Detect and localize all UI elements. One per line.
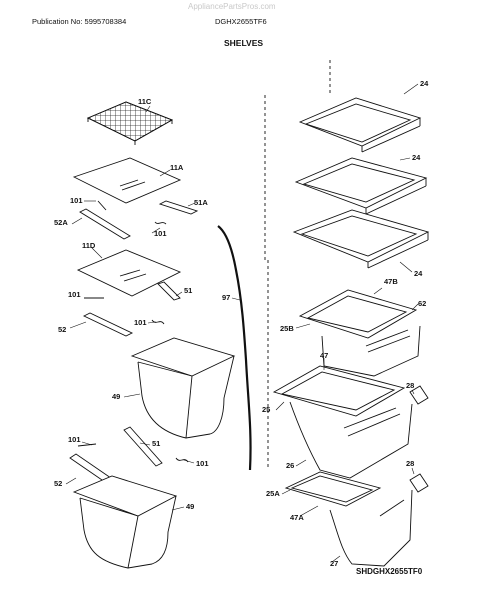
- callout-51-b: 51: [152, 439, 161, 448]
- leader-lines: [65, 83, 419, 563]
- diagram-code: SHDGHX2655TF0: [356, 567, 423, 576]
- callout-51-a: 51: [184, 286, 193, 295]
- callout-11c: 11C: [138, 97, 152, 106]
- model-number: DGHX2655TF6: [215, 17, 267, 26]
- wire-shelf-11c: [86, 101, 174, 145]
- watermark-text: AppliancePartsPros.com: [188, 2, 276, 11]
- crisper-pan-49-lower: [72, 475, 178, 569]
- callout-24-b: 24: [412, 153, 421, 162]
- callout-25a: 25A: [266, 489, 280, 498]
- shelf-rails-11a: [79, 200, 199, 240]
- callout-101-f: 101: [196, 459, 209, 468]
- callout-101-c: 101: [68, 290, 81, 299]
- door-shelf-24-top: [298, 97, 422, 153]
- callout-27: 27: [330, 559, 339, 568]
- callout-24-a: 24: [420, 79, 429, 88]
- callout-25: 25: [262, 405, 271, 414]
- callout-24-c: 24: [414, 269, 423, 278]
- door-shelf-24-mid: [294, 157, 428, 215]
- callout-52-b: 52: [54, 479, 63, 488]
- callout-97: 97: [222, 293, 231, 302]
- cabinet-wall: [264, 60, 331, 470]
- callout-11d: 11D: [82, 241, 96, 250]
- callout-28-a: 28: [406, 381, 415, 390]
- crisper-pan-49-upper: [130, 337, 236, 439]
- callout-62: 62: [418, 299, 427, 308]
- crisper-pan-27: [284, 471, 429, 567]
- callout-52a: 52A: [54, 218, 68, 227]
- publication-number: Publication No: 5995708384: [32, 17, 127, 26]
- callout-101-e: 101: [68, 435, 81, 444]
- callout-47b: 47B: [384, 277, 398, 286]
- callout-28-b: 28: [406, 459, 415, 468]
- callout-47a: 47A: [290, 513, 304, 522]
- callout-51a: 51A: [194, 198, 208, 207]
- divider-strip-97: [217, 225, 252, 471]
- callout-49-a: 49: [112, 392, 121, 401]
- callout-47: 47: [320, 351, 329, 360]
- callout-49-b: 49: [186, 502, 195, 511]
- crisper-cover-47b: [298, 289, 421, 377]
- callout-25b: 25B: [280, 324, 294, 333]
- callout-101-b: 101: [154, 229, 167, 238]
- door-shelf-24-bottom: [292, 209, 430, 269]
- callout-101-a: 101: [70, 196, 83, 205]
- shelf-rails-11d: [82, 281, 181, 337]
- callout-26: 26: [286, 461, 295, 470]
- glass-shelf-11d: [76, 249, 182, 297]
- callout-101-d: 101: [134, 318, 147, 327]
- glass-shelf-11a: [72, 157, 182, 204]
- crisper-cover-47: [272, 365, 429, 479]
- section-title: SHELVES: [224, 38, 264, 48]
- callout-52-a: 52: [58, 325, 67, 334]
- callout-11a: 11A: [170, 163, 184, 172]
